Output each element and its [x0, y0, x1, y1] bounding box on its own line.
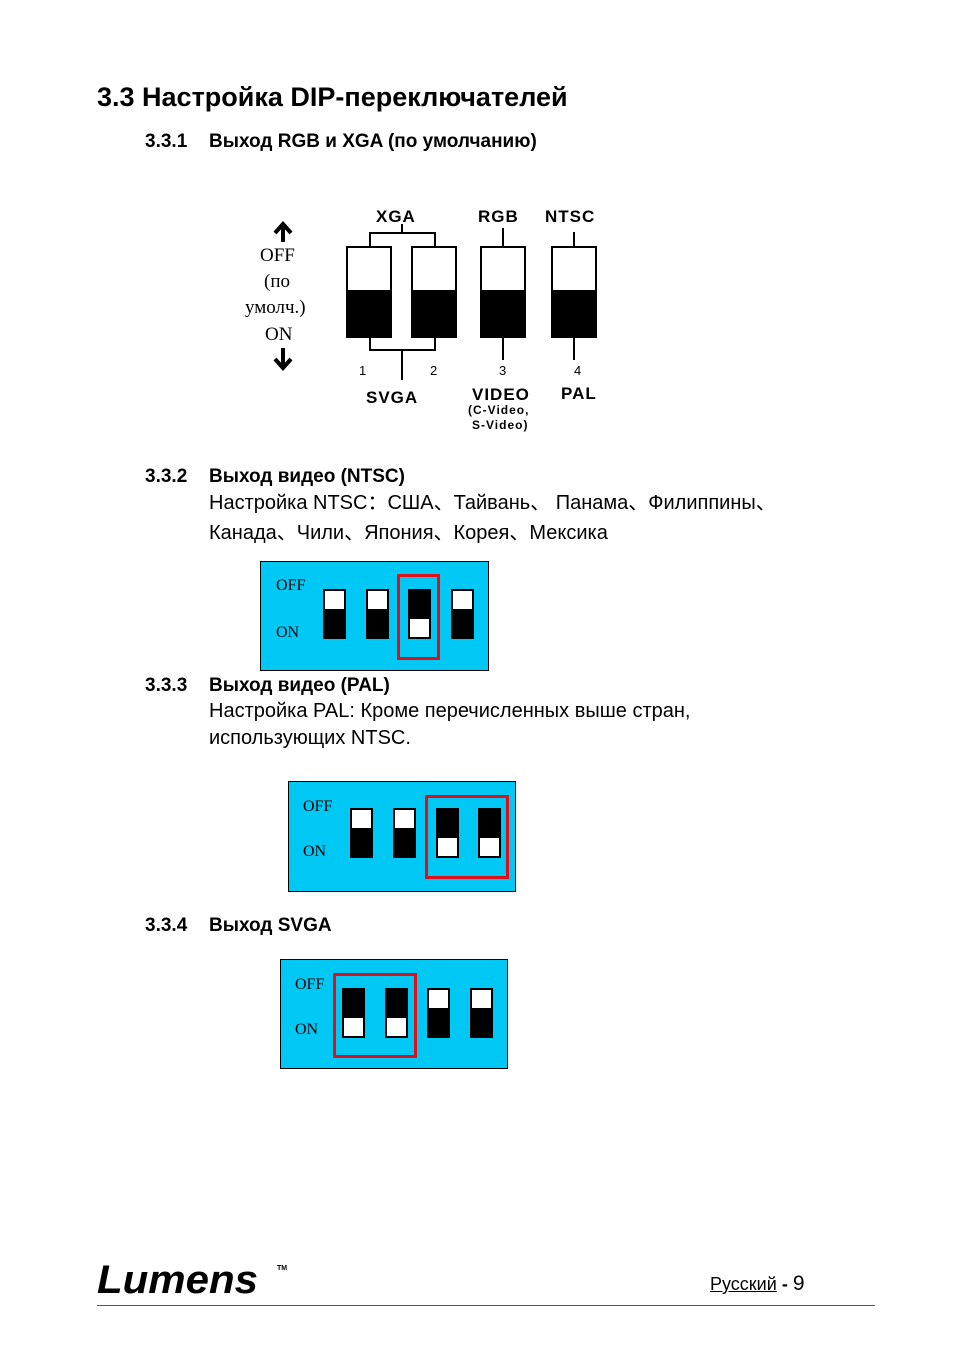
switch-number-3: 3 [499, 363, 507, 378]
dip-switch-3 [427, 988, 450, 1038]
subsection-title: Выход видео (NTSC) [209, 466, 405, 487]
label-xga: XGA [376, 207, 416, 226]
label-c-video: (C-Video, [468, 403, 530, 417]
dip-default-diagram: XGA RGB NTSC OFF (по умолч.) ON 1 2 3 4 … [240, 200, 620, 440]
subsection-title: Выход SVGA [209, 915, 332, 936]
ntsc-countries-line-1: Настройка NTSC：США、Тайвань、 Панама、Филип… [209, 492, 776, 514]
label-rgb: RGB [478, 207, 519, 226]
dip-switch-2 [366, 589, 389, 639]
footer-language: Русский [710, 1274, 777, 1294]
dip-switch-4 [470, 988, 493, 1038]
trademark-mark: TM [277, 1265, 288, 1272]
label-off: OFF [295, 976, 325, 993]
highlight-frame [333, 973, 417, 1058]
highlight-frame [397, 574, 440, 660]
lumens-logo: Lumens [97, 1258, 259, 1302]
dip-svga-setting: OFF ON [280, 959, 508, 1069]
subsection-title: Выход RGB и XGA (по умолчанию) [209, 131, 537, 152]
arrow-down-icon [273, 348, 293, 372]
label-off: OFF [260, 245, 295, 266]
label-ntsc: NTSC [545, 207, 596, 226]
page-footer: Русский - 9 [710, 1272, 805, 1296]
dip-switch-2 [411, 246, 457, 338]
dip-switch-1 [342, 988, 365, 1038]
subsection-number: 3.3.4 [145, 915, 188, 936]
dip-switch-2 [385, 988, 408, 1038]
subsection-3-3-2-heading: 3.3.2 Выход видео (NTSC) [145, 466, 405, 488]
dip-switch-3 [436, 808, 459, 858]
subsection-title: Выход видео (PAL) [209, 675, 390, 696]
pal-description-line-2: использующих NTSC. [209, 727, 411, 749]
dip-switch-1 [350, 808, 373, 858]
section-title: 3.3 Настройка DIP-переключателей [97, 82, 568, 112]
label-svga: SVGA [366, 388, 419, 407]
arrow-up-icon [273, 220, 293, 242]
dip-switch-4 [478, 808, 501, 858]
subsection-number: 3.3.3 [145, 675, 188, 696]
dip-switch-3 [408, 589, 431, 639]
subsection-number: 3.3.2 [145, 466, 188, 487]
footer-rule [97, 1305, 875, 1306]
label-default-2: умолч.) [245, 297, 306, 318]
ntsc-countries-line-2: Канада、Чили、Япония、Корея、Мексика [209, 522, 608, 544]
dip-pal-setting: OFF ON [288, 781, 516, 892]
footer-separator: - [781, 1274, 788, 1294]
label-off: OFF [276, 577, 306, 594]
dip-ntsc-setting: OFF ON [260, 561, 489, 671]
dip-switch-1 [323, 589, 346, 639]
pal-description-line-1: Настройка PAL: Кроме перечисленных выше … [209, 700, 691, 722]
subsection-3-3-4-heading: 3.3.4 Выход SVGA [145, 915, 332, 937]
dip-switch-4 [551, 246, 597, 338]
switch-number-2: 2 [430, 363, 438, 378]
label-default-1: (по [264, 271, 290, 292]
label-on: ON [276, 624, 300, 641]
switch-number-4: 4 [574, 363, 582, 378]
dip-switch-1 [346, 246, 392, 338]
label-on: ON [295, 1021, 319, 1038]
subsection-3-3-3-heading: 3.3.3 Выход видео (PAL) [145, 675, 390, 697]
page-number: 9 [792, 1272, 805, 1295]
label-on: ON [265, 324, 293, 345]
label-pal: PAL [561, 384, 597, 403]
label-video: VIDEO [472, 385, 530, 404]
switch-number-1: 1 [359, 363, 367, 378]
subsection-3-3-1-heading: 3.3.1 Выход RGB и XGA (по умолчанию) [145, 131, 537, 153]
label-s-video: S-Video) [472, 418, 529, 432]
subsection-number: 3.3.1 [145, 131, 188, 152]
dip-diagram-graphic [273, 220, 597, 380]
dip-switch-3 [480, 246, 526, 338]
label-off: OFF [303, 798, 333, 815]
dip-switch-2 [393, 808, 416, 858]
highlight-frame [425, 795, 509, 879]
dip-switch-4 [451, 589, 474, 639]
label-on: ON [303, 843, 327, 860]
